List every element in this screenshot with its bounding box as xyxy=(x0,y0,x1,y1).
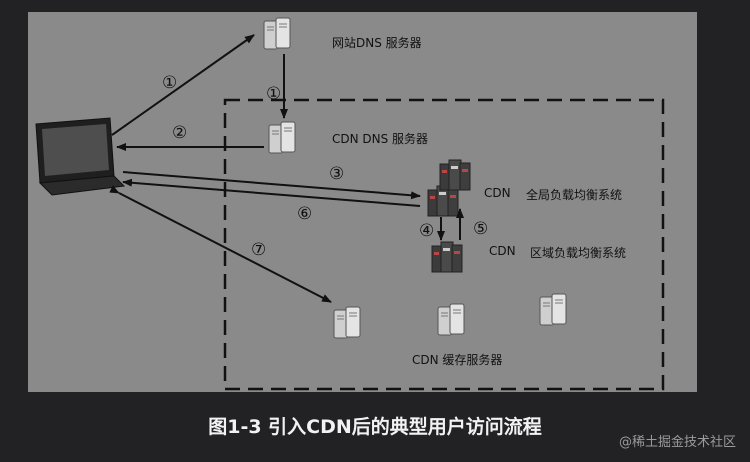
step-1b-label: ① xyxy=(266,84,282,104)
cache-server-icon-1 xyxy=(333,306,361,339)
cache-server-icon-3 xyxy=(539,293,567,326)
cdn-boundary xyxy=(223,98,665,391)
step-7-label: ⑦ xyxy=(251,240,267,260)
step-1-label: ① xyxy=(162,73,178,93)
step-4-label: ④ xyxy=(419,221,435,241)
arrow-step-6-to-laptop xyxy=(122,178,421,207)
cdn-dns-server-icon xyxy=(268,121,296,154)
website-dns-server-icon xyxy=(263,17,291,50)
cdn-dns-label: CDN DNS 服务器 xyxy=(332,132,429,146)
website-dns-label: 网站DNS 服务器 xyxy=(332,36,422,50)
watermark: @稀土掘金技术社区 xyxy=(618,435,736,450)
step-3-label: ③ xyxy=(329,164,345,184)
regional-lb-server-icon xyxy=(431,241,463,273)
step-2-label: ② xyxy=(172,123,188,143)
laptop-icon xyxy=(35,117,126,196)
arrow-step-3-to-global-lb xyxy=(122,171,421,200)
step-5-label: ⑤ xyxy=(473,219,489,239)
cache-server-icon-2 xyxy=(437,303,465,336)
diagram-canvas xyxy=(35,17,665,391)
figure-caption: 图1-3 引入CDN后的典型用户访问流程 xyxy=(208,416,542,438)
step-6-label: ⑥ xyxy=(297,204,313,224)
cdn-flow-diagram: 网站DNS 服务器 CDN DNS 服务器 CDN 全局负载均衡系统 CDN 区… xyxy=(28,12,697,392)
global-lb-label: 全局负载均衡系统 xyxy=(526,188,623,202)
regional-lb-label: 区域负载均衡系统 xyxy=(530,246,627,260)
cache-servers-label: CDN 缓存服务器 xyxy=(412,353,503,367)
global-lb-server-icon-2 xyxy=(439,159,471,191)
global-lb-prefix-label: CDN xyxy=(484,186,511,200)
regional-lb-prefix-label: CDN xyxy=(489,244,516,258)
arrow-step-7-to-cache xyxy=(109,185,332,303)
arrow-step-1-to-website-dns xyxy=(111,34,255,136)
